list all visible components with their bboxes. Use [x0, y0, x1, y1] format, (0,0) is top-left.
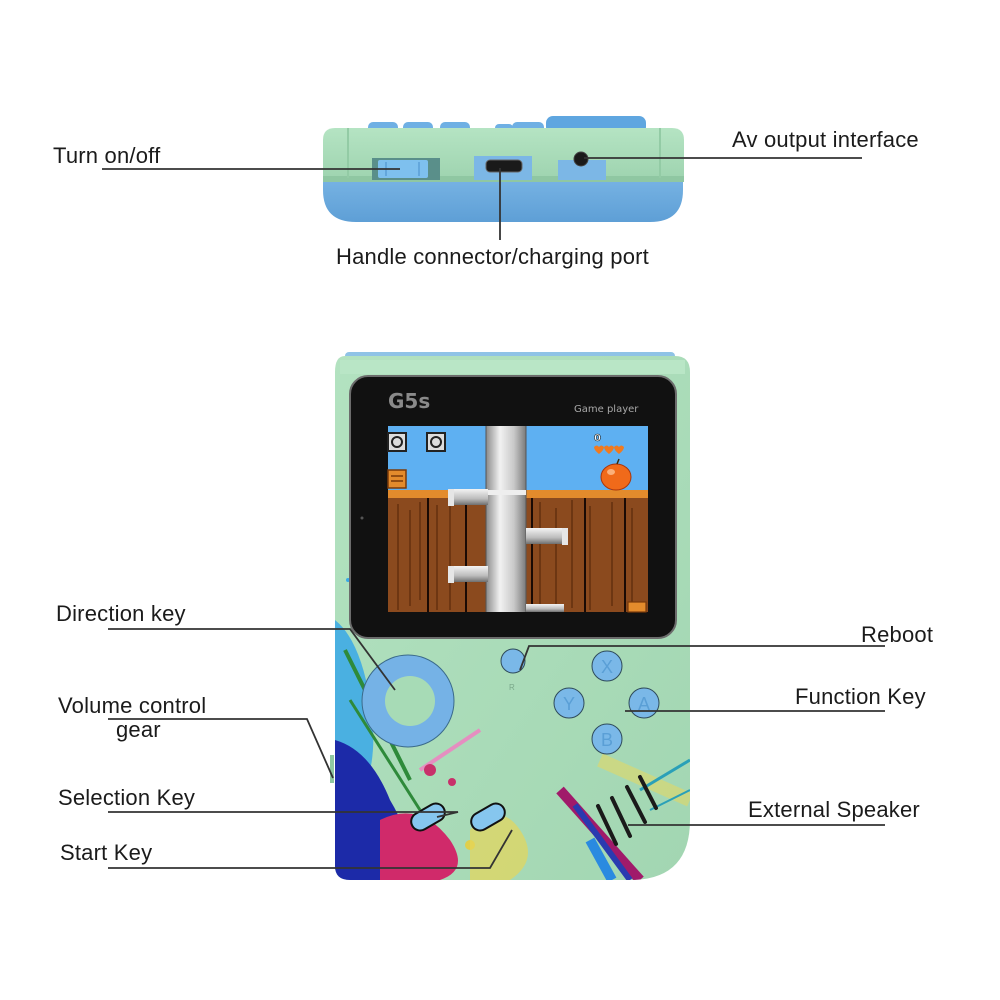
- callout-lines: [102, 157, 885, 869]
- label-function-key: Function Key: [795, 684, 926, 709]
- front-view: G5s Game player: [330, 352, 690, 880]
- volume-wheel[interactable]: [330, 755, 334, 783]
- label-selection-key: Selection Key: [58, 785, 196, 810]
- start-button[interactable]: [468, 800, 508, 834]
- power-switch[interactable]: [378, 160, 428, 178]
- label-volume-control: Volume control: [58, 693, 207, 718]
- label-direction-key: Direction key: [56, 601, 186, 626]
- x-button[interactable]: X: [591, 650, 623, 682]
- brand-subtitle: Game player: [574, 404, 639, 415]
- label-charging-port: Handle connector/charging port: [336, 244, 649, 269]
- b-button[interactable]: B: [591, 723, 623, 755]
- label-av-output: Av output interface: [732, 127, 919, 152]
- direction-pad-center[interactable]: [385, 676, 435, 726]
- label-reboot: Reboot: [861, 622, 934, 647]
- av-jack: [573, 151, 589, 167]
- label-volume-gear: gear: [116, 717, 161, 742]
- y-button[interactable]: Y: [553, 687, 585, 719]
- score-counter: 0: [594, 433, 601, 444]
- top-view: [323, 116, 684, 222]
- label-external-speaker: External Speaker: [748, 797, 920, 822]
- game-screen: 0: [387, 426, 648, 613]
- svg-text:A: A: [638, 694, 650, 714]
- reboot-button[interactable]: [500, 648, 526, 674]
- a-button[interactable]: A: [628, 687, 660, 719]
- brand-logo: G5s: [388, 389, 430, 413]
- label-start-key: Start Key: [60, 840, 153, 865]
- speaker-grille: [596, 775, 658, 846]
- usb-port: [485, 159, 523, 173]
- label-turn-on-off: Turn on/off: [53, 143, 161, 168]
- svg-text:X: X: [601, 657, 613, 677]
- select-button[interactable]: [408, 800, 448, 834]
- svg-text:Y: Y: [563, 694, 575, 714]
- svg-text:B: B: [601, 730, 613, 750]
- reboot-mark: R: [509, 683, 515, 692]
- lives-hearts: [594, 445, 624, 454]
- paint-splatter-art: [335, 578, 690, 880]
